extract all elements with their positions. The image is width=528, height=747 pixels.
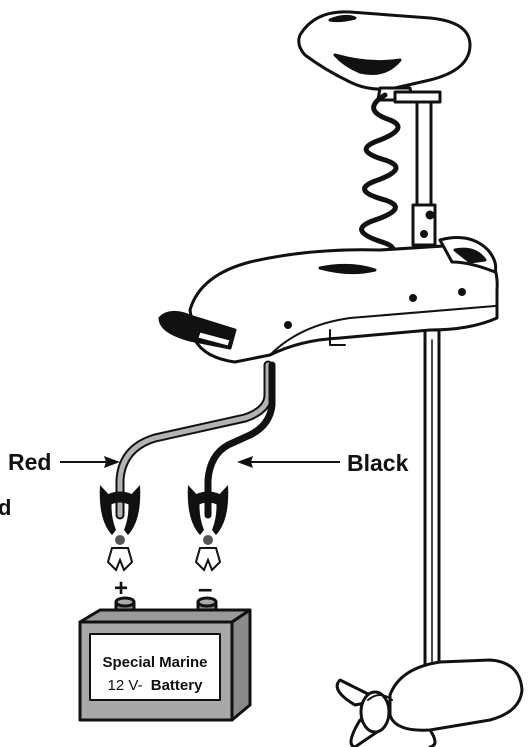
battery-line2: 12 V- Battery	[108, 677, 204, 694]
red-label: Red	[8, 449, 51, 475]
motor-shaft	[425, 330, 439, 675]
power-cables	[120, 365, 272, 515]
stray-letter: d	[0, 495, 11, 520]
black-cable	[208, 365, 272, 515]
arrow-left-icon	[237, 456, 253, 468]
red-label-group: Red	[8, 449, 120, 475]
motor-housing	[160, 238, 497, 362]
black-label-group: Black	[237, 450, 409, 476]
upper-shaft	[413, 95, 435, 245]
alligator-clamp-icon	[100, 485, 141, 570]
lower-unit	[337, 660, 522, 747]
black-label: Black	[347, 450, 409, 476]
alligator-clamp-icon	[188, 485, 229, 570]
battery-line1: Special Marine	[102, 654, 207, 671]
battery-word: Battery	[151, 677, 203, 694]
motor-head	[299, 12, 470, 102]
battery-voltage: 12 V-	[108, 677, 143, 694]
arrow-right-icon	[104, 456, 120, 468]
